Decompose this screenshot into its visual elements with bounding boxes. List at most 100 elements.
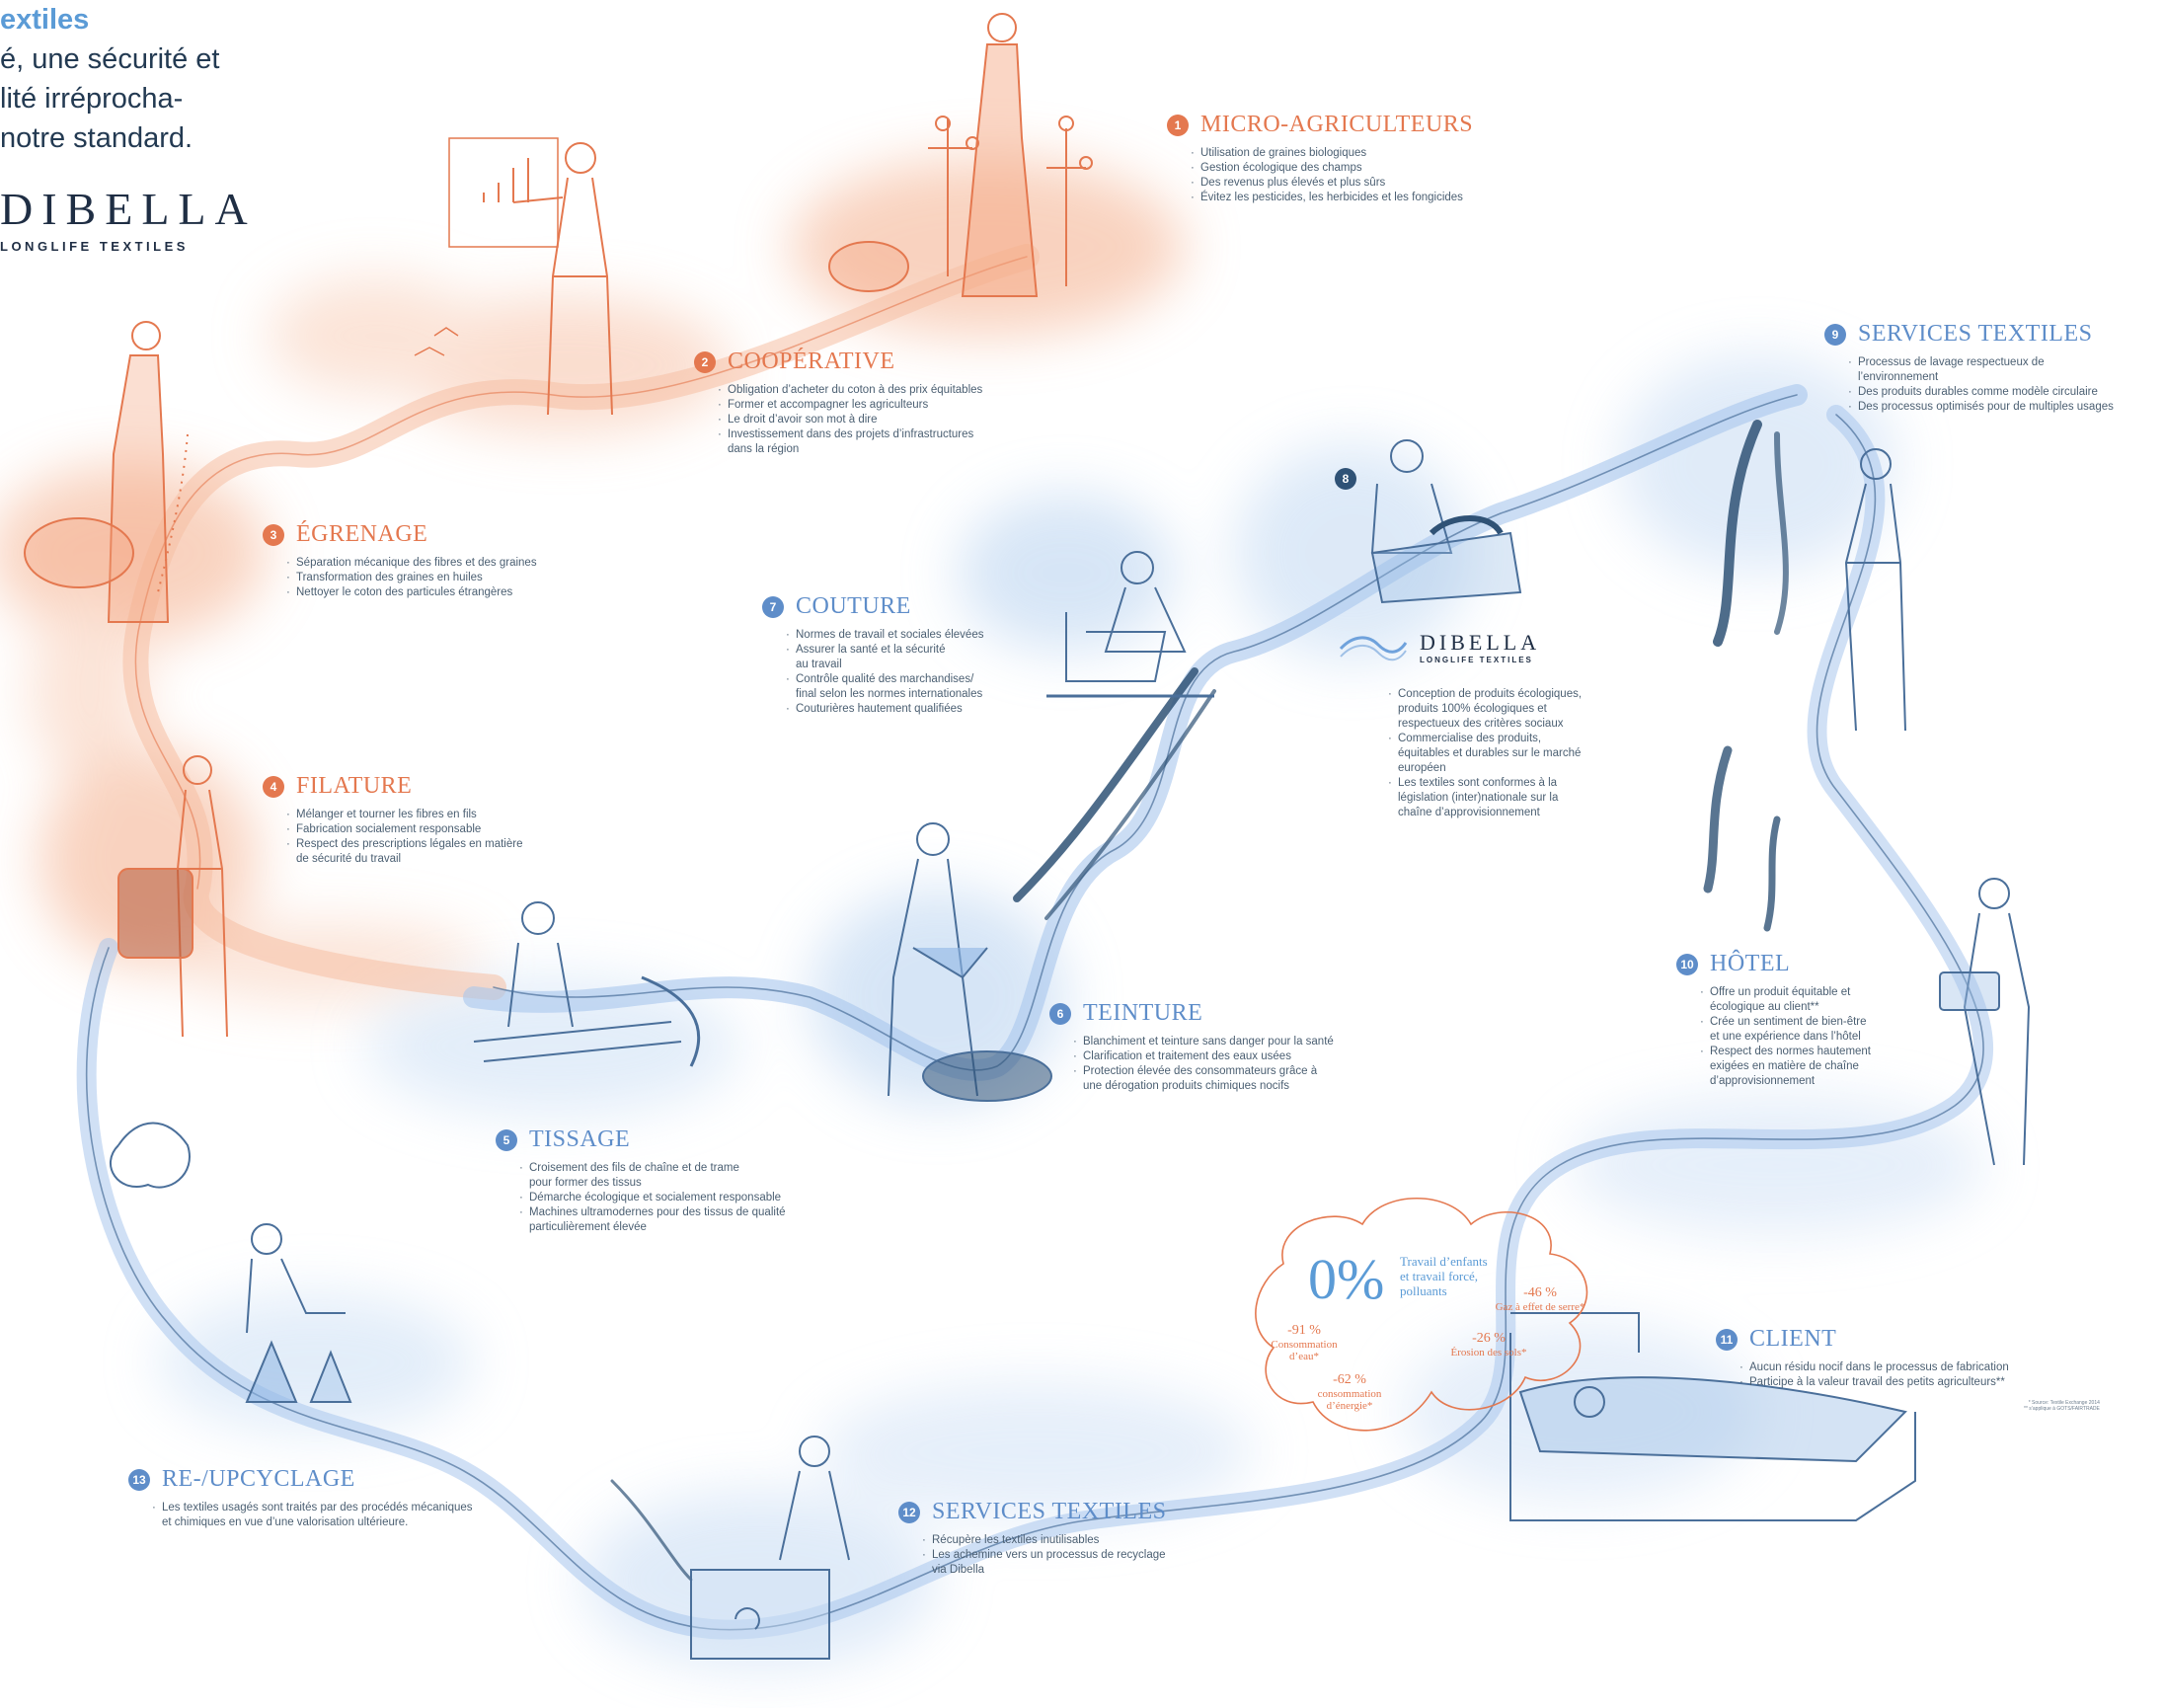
impact-cloud bbox=[1255, 1198, 1588, 1432]
step-number-badge: 13 bbox=[128, 1468, 150, 1491]
step-bullet: Commercialise des produits, équitables e… bbox=[1388, 732, 1582, 776]
step-bullet: Blanchiment et teinture sans danger pour… bbox=[1073, 1035, 1334, 1049]
step-bullet: Investissement dans des projets d’infras… bbox=[718, 427, 982, 457]
step-title: TISSAGE bbox=[529, 1126, 631, 1152]
recycling-worker-figure bbox=[690, 1436, 850, 1660]
step-number-badge: 11 bbox=[1716, 1328, 1738, 1351]
step-1-micro-farmers: 1 MICRO-AGRICULTEURS Utilisation de grain… bbox=[1167, 112, 1473, 205]
step-12-textile-services: 12 SERVICES TEXTILES Récupère les textile… bbox=[898, 1499, 1166, 1578]
step-bullet: Évitez les pesticides, les herbicides et… bbox=[1191, 191, 1473, 205]
step-bullet: Des revenus plus élevés et plus sûrs bbox=[1191, 176, 1473, 191]
intro-line-1: é, une sécurité et bbox=[0, 43, 220, 75]
step-title: COUTURE bbox=[796, 593, 911, 619]
stat-label: consommation d’énergie* bbox=[1317, 1388, 1382, 1412]
step-bullet: Respect des normes hautement exigées en … bbox=[1700, 1045, 1871, 1089]
step-bullet: Couturières hautement qualifiées bbox=[786, 702, 983, 717]
zero-percent-caption: Travail d’enfants et travail forcé, poll… bbox=[1400, 1254, 1488, 1298]
step-bullet: Séparation mécanique des fibres et des g… bbox=[286, 556, 537, 571]
step-bullet: Gestion écologique des champs bbox=[1191, 161, 1473, 176]
intro-text: extiles é, une sécurité et lité irréproc… bbox=[0, 0, 219, 158]
step-title: SERVICES TEXTILES bbox=[1858, 321, 2093, 347]
step-bullet: Récupère les textiles inutilisables bbox=[922, 1533, 1166, 1548]
dark-fabric-strands bbox=[610, 420, 1789, 1582]
step-number-badge: 10 bbox=[1676, 953, 1698, 975]
intro-line-3: notre standard. bbox=[0, 122, 193, 154]
step-bullet: Normes de travail et sociales élevées bbox=[786, 628, 983, 643]
step-bullet: Conception de produits écologiques, prod… bbox=[1388, 687, 1582, 732]
stat-label: Érosion des sols* bbox=[1450, 1347, 1527, 1359]
step-number-badge: 2 bbox=[694, 350, 716, 373]
step-bullet: Respect des prescriptions légales en mat… bbox=[286, 837, 522, 867]
farmer-figure bbox=[828, 13, 1093, 297]
step-title: MICRO-AGRICULTEURS bbox=[1200, 112, 1474, 137]
step-bullet: Former et accompagner les agriculteurs bbox=[718, 398, 982, 413]
stat-value: -62 % bbox=[1333, 1372, 1366, 1387]
step-bullet: Des processus optimisés pour de multiple… bbox=[1848, 400, 2114, 415]
lab-worker-figure bbox=[109, 1122, 352, 1403]
dibella-wave-icon bbox=[1339, 636, 1408, 661]
seamstress-figure bbox=[1046, 551, 1214, 698]
footnotes: * Source: Textile Exchange 2014 ** s’app… bbox=[2024, 1400, 2100, 1412]
dibella-logo-large: DIBELLA LONGLIFE TEXTILES bbox=[0, 183, 257, 254]
hotel-staff-figure bbox=[1939, 878, 2031, 1166]
footnote-source: * Source: Textile Exchange 2014 bbox=[2028, 1400, 2100, 1406]
step-title: RE-/UPCYCLAGE bbox=[162, 1466, 355, 1492]
process-ribbon bbox=[76, 244, 1993, 1640]
step-bullet: Fabrication socialement responsable bbox=[286, 822, 522, 837]
stat-label: Consommation d’eau* bbox=[1271, 1339, 1338, 1362]
impact-stat-energy: -62 % consommation d’énergie* bbox=[1305, 1372, 1394, 1412]
step-number-badge: 7 bbox=[762, 595, 784, 618]
weaver-figure bbox=[473, 901, 701, 1067]
headline-partial: extiles bbox=[0, 4, 90, 36]
spinning-worker-figure bbox=[117, 755, 228, 1038]
step-title: COOPÉRATIVE bbox=[728, 349, 895, 374]
step-8-dibella-badge: 8 bbox=[1335, 468, 1356, 490]
impact-stat-water: -91 % Consommation d’eau* bbox=[1260, 1323, 1349, 1362]
impact-stat-ghg: -46 % Gaz à effet de serre* bbox=[1481, 1285, 1599, 1313]
step-number-badge: 9 bbox=[1824, 323, 1846, 346]
laundry-worker-figure bbox=[1844, 448, 1906, 732]
dibella-packer-figure bbox=[1370, 439, 1522, 604]
step-bullet: Assurer la santé et la sécurité au trava… bbox=[786, 643, 983, 672]
footnote-gots: ** s’applique à GOTS/FAIRTRADE bbox=[2024, 1406, 2100, 1412]
stat-value: -91 % bbox=[1287, 1323, 1321, 1338]
step-bullet: Les achemine vers un processus de recycl… bbox=[922, 1548, 1166, 1578]
ginning-worker-figure bbox=[24, 321, 189, 623]
step-bullet: Processus de lavage respectueux de l’env… bbox=[1848, 355, 2114, 385]
step-number-badge: 8 bbox=[1335, 468, 1356, 490]
dibella-logo-small: DIBELLA LONGLIFE TEXTILES bbox=[1339, 627, 1540, 666]
step-bullet: Utilisation de graines biologiques bbox=[1191, 146, 1473, 161]
stat-value: -46 % bbox=[1523, 1285, 1557, 1300]
dyer-figure bbox=[888, 822, 1052, 1102]
step-7-sewing: 7 COUTURE Normes de travail et sociales é… bbox=[762, 593, 983, 717]
step-bullet: Offre un produit équitable et écologique… bbox=[1700, 985, 1871, 1015]
step-title: ÉGRENAGE bbox=[296, 521, 428, 547]
step-bullet: Les textiles usagés sont traités par des… bbox=[152, 1501, 473, 1530]
step-bullet: Machines ultramodernes pour des tissus d… bbox=[519, 1205, 786, 1235]
step-title: SERVICES TEXTILES bbox=[932, 1499, 1167, 1524]
step-bullet: Des produits durables comme modèle circu… bbox=[1848, 385, 2114, 400]
brand-name: DIBELLA bbox=[0, 184, 257, 234]
sleeping-client-figure bbox=[1509, 1312, 1916, 1521]
step-number-badge: 5 bbox=[496, 1128, 517, 1151]
stat-label: Gaz à effet de serre* bbox=[1495, 1301, 1585, 1313]
step-bullet: Transformation des graines en huiles bbox=[286, 571, 537, 585]
step-title: FILATURE bbox=[296, 773, 413, 799]
step-number-badge: 12 bbox=[898, 1501, 920, 1523]
step-number-badge: 4 bbox=[263, 775, 284, 798]
step-bullet: Les textiles sont conformes à la législa… bbox=[1388, 776, 1582, 820]
step-8-dibella-text: Conception de produits écologiques, prod… bbox=[1388, 679, 1582, 820]
step-bullet: Nettoyer le coton des particules étrangè… bbox=[286, 585, 537, 600]
step-number-badge: 1 bbox=[1167, 114, 1189, 136]
step-title: HÔTEL bbox=[1710, 951, 1791, 976]
step-bullet: Protection élevée des consommateurs grâc… bbox=[1073, 1064, 1334, 1094]
step-title: CLIENT bbox=[1749, 1326, 1837, 1352]
step-bullet: Le droit d’avoir son mot à dire bbox=[718, 413, 982, 427]
step-title: TEINTURE bbox=[1083, 1000, 1203, 1026]
